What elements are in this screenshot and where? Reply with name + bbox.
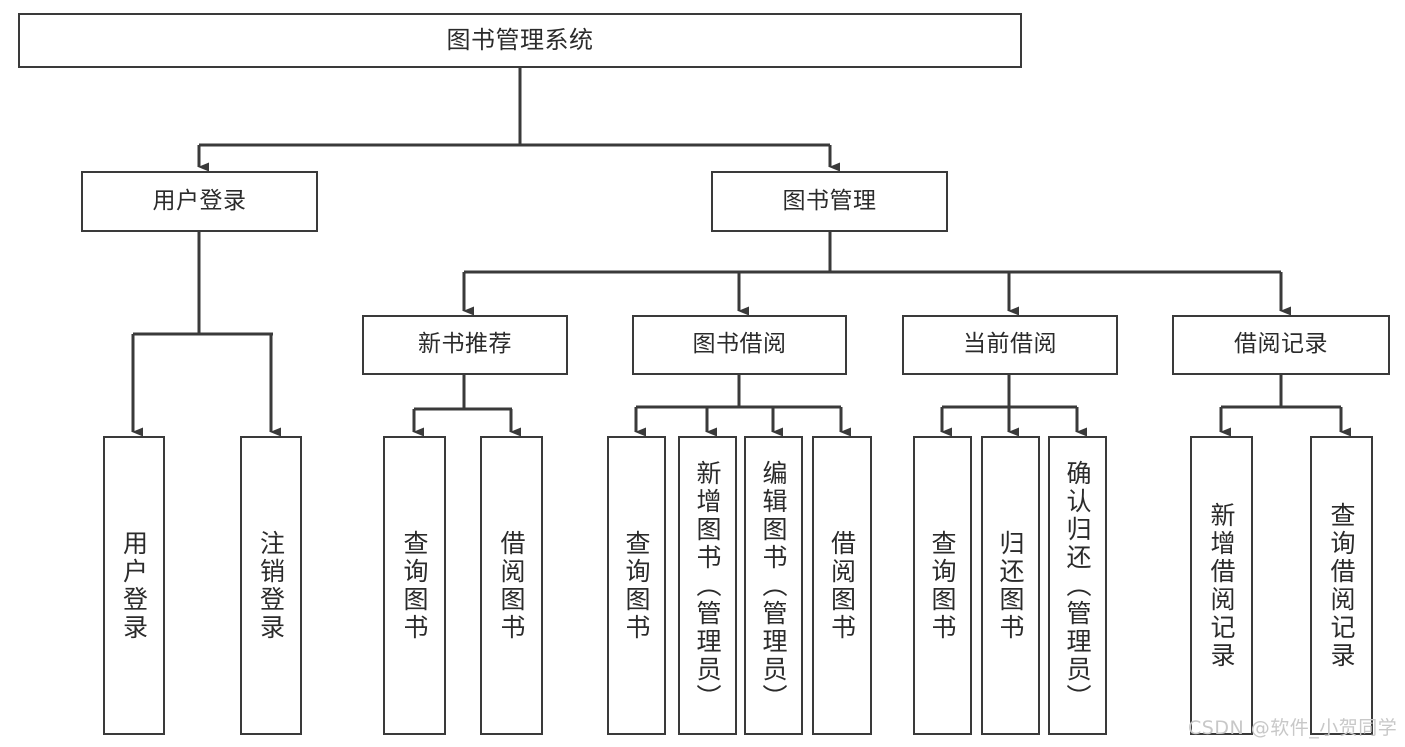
node-root-label: 图书管理系统 [446, 26, 594, 55]
leaf-label: 新增借阅记录 [1207, 501, 1236, 670]
leaf-label: 归还图书 [996, 529, 1025, 642]
node-current-borrow[interactable]: 当前借阅 [902, 315, 1118, 375]
csdn-watermark: CSDN @软件_小贺同学 [1188, 717, 1398, 739]
leaf-borrow-query-book[interactable]: 查询图书 [607, 436, 666, 735]
leaf-current-query-book[interactable]: 查询图书 [913, 436, 972, 735]
node-new-book-recommend-label: 新书推荐 [418, 331, 512, 358]
leaf-label: 确认归还（管理员） [1063, 459, 1092, 712]
node-new-book-recommend[interactable]: 新书推荐 [362, 315, 568, 375]
leaf-label: 查询图书 [622, 529, 651, 642]
node-book-management[interactable]: 图书管理 [711, 171, 948, 232]
leaf-borrow-edit-book-admin[interactable]: 编辑图书（管理员） [744, 436, 803, 735]
leaf-current-confirm-return-admin[interactable]: 确认归还（管理员） [1048, 436, 1107, 735]
leaf-current-return-book[interactable]: 归还图书 [981, 436, 1040, 735]
leaf-user-login-signin[interactable]: 用户登录 [103, 436, 165, 735]
leaf-label: 查询图书 [400, 529, 429, 642]
leaf-label: 新增图书（管理员） [693, 459, 722, 712]
node-book-borrow-label: 图书借阅 [692, 331, 787, 358]
leaf-label: 查询借阅记录 [1327, 501, 1356, 670]
leaf-label: 用户登录 [119, 529, 149, 642]
leaf-record-query-record[interactable]: 查询借阅记录 [1310, 436, 1373, 735]
node-user-login-label: 用户登录 [152, 187, 247, 214]
leaf-borrow-add-book-admin[interactable]: 新增图书（管理员） [678, 436, 737, 735]
leaf-label: 编辑图书（管理员） [759, 459, 788, 712]
leaf-label: 借阅图书 [497, 529, 526, 642]
node-user-login[interactable]: 用户登录 [81, 171, 318, 232]
leaf-borrow-borrow-book[interactable]: 借阅图书 [812, 436, 872, 735]
node-borrow-record[interactable]: 借阅记录 [1172, 315, 1390, 375]
leaf-label: 借阅图书 [827, 529, 857, 642]
node-current-borrow-label: 当前借阅 [963, 331, 1057, 358]
node-book-borrow[interactable]: 图书借阅 [632, 315, 847, 375]
node-book-management-label: 图书管理 [782, 187, 877, 214]
leaf-record-add-record[interactable]: 新增借阅记录 [1190, 436, 1253, 735]
leaf-label: 查询图书 [928, 529, 957, 642]
leaf-recommend-borrow-book[interactable]: 借阅图书 [480, 436, 543, 735]
leaf-recommend-query-book[interactable]: 查询图书 [383, 436, 446, 735]
leaf-user-login-signout[interactable]: 注销登录 [240, 436, 302, 735]
node-borrow-record-label: 借阅记录 [1234, 331, 1328, 358]
node-root[interactable]: 图书管理系统 [18, 13, 1022, 68]
leaf-label: 注销登录 [256, 529, 286, 642]
